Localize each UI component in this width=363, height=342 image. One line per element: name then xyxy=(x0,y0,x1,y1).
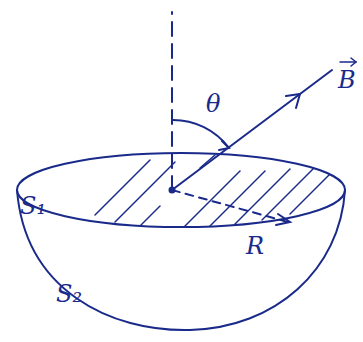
radius-label: R xyxy=(246,234,264,258)
vector-label: B xyxy=(338,68,356,92)
surface-label: S₂ xyxy=(56,282,82,306)
surface-label: S₁ xyxy=(20,194,46,218)
angle-label: θ xyxy=(206,92,220,116)
